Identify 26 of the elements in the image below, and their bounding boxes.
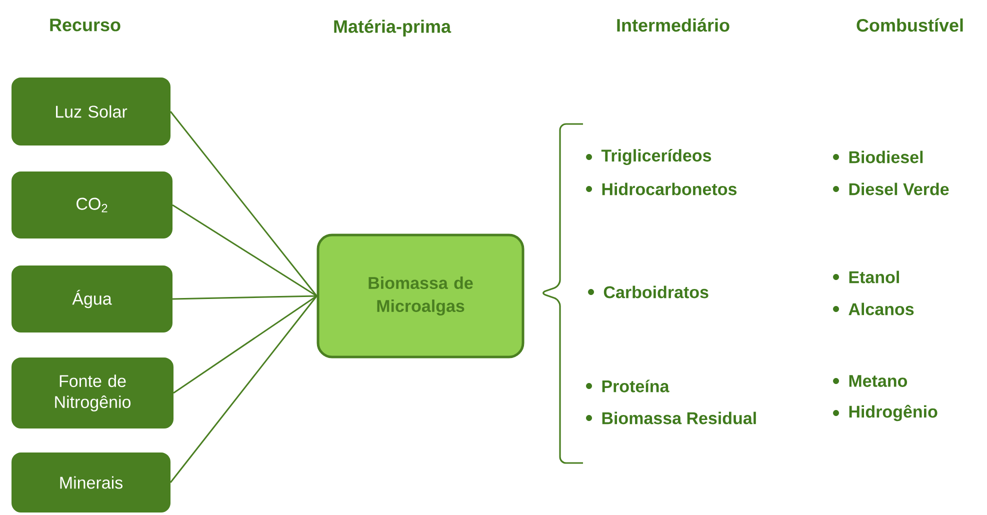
column-heading: Matéria-prima [334, 20, 452, 36]
connector-line [170, 296, 318, 483]
resource-box: Luz Solar [12, 78, 170, 146]
biomass-box: Biomassa de Microalgas [316, 234, 524, 358]
list-item: Proteína [602, 380, 670, 392]
connector-line [170, 111, 318, 296]
resource-box: Minerais [12, 452, 170, 512]
column-heading: Intermediário [617, 18, 730, 32]
list-item: Hidrocarbonetos [602, 182, 737, 196]
list-item: Triglicerídeos [601, 148, 712, 166]
list-item: Biomassa Residual [602, 412, 756, 424]
connector-line [172, 295, 317, 300]
list-item: Etanol [849, 270, 899, 284]
list-item: Carboidratos [604, 286, 708, 298]
connector-line [172, 204, 318, 297]
list-item: Metano [849, 375, 908, 387]
list-item: Alcanos [848, 302, 914, 316]
column-heading: Combustível [856, 18, 963, 32]
column-heading: Recurso [50, 18, 120, 32]
resource-box: CO$_{2}$ [12, 172, 172, 238]
list-item: Hidrogênio [849, 404, 938, 422]
connector-line [173, 295, 318, 394]
list-item: Diesel Verde [849, 182, 949, 196]
resource-box: Fonte de Nitrogênio [12, 358, 174, 428]
resource-box: Água [12, 266, 172, 332]
list-item: Biodiesel [849, 150, 923, 164]
